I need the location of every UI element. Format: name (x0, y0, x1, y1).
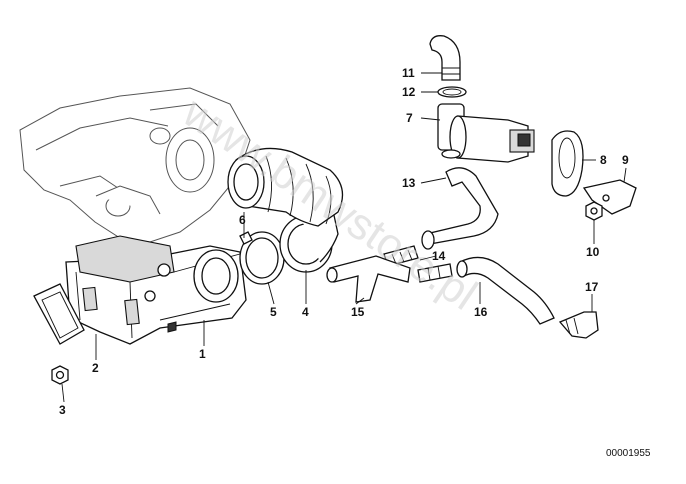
bent-hose (429, 35, 461, 81)
reference-number: 00001955 (606, 448, 651, 459)
mounting-bracket (551, 130, 584, 197)
air-flow-meter (65, 235, 247, 345)
small-nut (585, 201, 603, 221)
callout-3: 3 (59, 403, 66, 417)
callout-1: 1 (199, 347, 206, 361)
callout-5: 5 (270, 305, 277, 319)
callout-17: 17 (585, 280, 599, 294)
idle-control-valve (437, 103, 535, 163)
hose-elbow (558, 311, 599, 339)
callout-8: 8 (600, 153, 607, 167)
hose-clamp (239, 231, 285, 285)
vacuum-hose (421, 167, 499, 250)
t-connector (326, 255, 411, 303)
clamp-ring (437, 86, 467, 98)
callout-6: 6 (239, 213, 246, 227)
callout-9: 9 (622, 153, 629, 167)
callout-11: 11 (402, 66, 415, 80)
callout-10: 10 (586, 245, 600, 259)
callout-2: 2 (92, 361, 99, 375)
callout-16: 16 (474, 305, 488, 319)
intake-manifold-background (19, 87, 251, 243)
callout-12: 12 (402, 85, 416, 99)
intake-bellows (227, 147, 344, 227)
callout-14: 14 (432, 249, 446, 263)
callout-13: 13 (402, 176, 416, 190)
callout-15: 15 (351, 305, 365, 319)
hex-nut (51, 365, 69, 385)
leader-lines (61, 72, 627, 403)
holder-plate (582, 179, 637, 215)
callout-4: 4 (302, 305, 309, 319)
callout-7: 7 (406, 111, 413, 125)
curved-hose (456, 256, 555, 325)
hose-connectors (383, 245, 453, 283)
gasket (33, 283, 85, 345)
callout-labels: 1 2 3 4 5 6 7 8 9 10 11 12 13 14 15 16 1… (59, 66, 629, 417)
